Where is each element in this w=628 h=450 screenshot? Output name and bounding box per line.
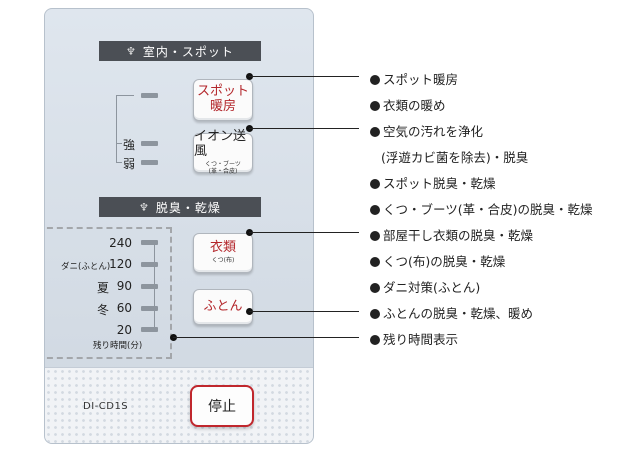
futon-button[interactable]: ふとん: [193, 289, 253, 325]
bullet-icon: [370, 179, 380, 189]
timer-indicator-90: [141, 284, 158, 289]
panel-lower-area: [45, 367, 313, 443]
annotation-9: ふとんの脱臭・乾燥、暖め: [370, 303, 533, 322]
bracket-line: [116, 162, 122, 163]
timer-value-120: 120: [109, 257, 132, 271]
bullet-icon: [370, 231, 380, 241]
timer-indicator-20: [141, 327, 158, 332]
annotation-2: 空気の汚れを浄化: [370, 121, 483, 140]
ion-level-strong-label: 強: [123, 138, 136, 152]
bullet-icon: [370, 101, 380, 111]
bullet-icon: [370, 283, 380, 293]
clothes-label: 衣類: [209, 240, 236, 256]
callout-line-futon: [249, 311, 359, 313]
sharp-emblem-icon: ♆: [126, 44, 137, 58]
bullet-icon: [370, 257, 380, 267]
annotation-3: (浮遊カビ菌を除去)・脱臭: [381, 150, 529, 165]
spot-heat-label-1: スポット: [196, 84, 249, 100]
timer-indicator-240: [141, 240, 158, 245]
bullet-icon: [370, 75, 380, 85]
section-title: 脱臭・乾燥: [155, 200, 221, 215]
annotation-7: くつ(布)の脱臭・乾燥: [370, 251, 505, 270]
model-number: DI-CD1S: [83, 401, 129, 412]
bracket-line: [116, 143, 122, 144]
timer-caption: 残り時間(分): [93, 341, 143, 351]
bullet-icon: [370, 127, 380, 137]
timer-value-20: 20: [116, 323, 132, 337]
stop-label: 停止: [208, 399, 236, 415]
timer-value-90: 90: [116, 279, 132, 293]
annotation-6: 部屋干し衣類の脱臭・乾燥: [370, 225, 533, 244]
callout-line-timer: [173, 337, 359, 339]
spot-heat-button[interactable]: スポット 暖房: [193, 79, 253, 121]
timer-indicator-60: [141, 306, 158, 311]
section-header-room-spot: ♆ 室内・スポット: [99, 41, 261, 61]
stop-button[interactable]: 停止: [190, 385, 254, 427]
annotation-10: 残り時間表示: [370, 329, 458, 348]
annotation-1: 衣類の暖め: [370, 95, 446, 114]
callout-line-clothes: [249, 232, 359, 234]
ion-weak-indicator: [141, 160, 158, 165]
ion-level-weak-label: 弱: [123, 157, 136, 171]
ion-fan-sub-2: (革・合皮): [208, 168, 238, 176]
clothes-button[interactable]: 衣類 くつ(布): [193, 233, 253, 273]
timer-highlight-box: [45, 227, 172, 359]
annotation-5: くつ・ブーツ(革・合皮)の脱臭・乾燥: [370, 199, 593, 218]
ion-fan-button[interactable]: イオン送風 くつ・ブーツ (革・合皮): [193, 129, 253, 176]
spot-heat-label-2: 暖房: [209, 99, 236, 114]
annotation-0: スポット暖房: [370, 69, 458, 88]
bullet-icon: [370, 309, 380, 319]
section-header-deodorize-dry: ♆ 脱臭・乾燥: [99, 197, 261, 217]
ion-strong-indicator: [141, 141, 158, 146]
sharp-emblem-icon: ♆: [139, 200, 150, 214]
callout-line-spot: [249, 76, 359, 78]
timer-indicator-120: [141, 262, 158, 267]
timer-tag-mite: ダニ(ふとん): [61, 262, 111, 272]
bracket-line: [116, 95, 117, 163]
annotation-4: スポット脱臭・乾燥: [370, 173, 496, 192]
futon-label: ふとん: [203, 298, 243, 314]
bracket-line: [116, 95, 134, 96]
clothes-sub: くつ(布): [211, 257, 235, 265]
timer-value-240: 240: [109, 236, 132, 250]
timer-tag-summer: 夏: [97, 281, 110, 295]
timer-value-60: 60: [116, 301, 132, 315]
ion-fan-label: イオン送風: [194, 129, 247, 160]
callout-line-ion: [249, 128, 359, 130]
spot-heat-indicator: [141, 93, 158, 98]
section-title: 室内・スポット: [142, 44, 234, 59]
bullet-icon: [370, 335, 380, 345]
timer-tag-winter: 冬: [97, 303, 110, 317]
annotation-8: ダニ対策(ふとん): [370, 277, 480, 296]
control-panel: ♆ 室内・スポット ♆ 脱臭・乾燥 強 弱 スポット 暖房 イオン送風 くつ・ブ…: [44, 8, 314, 444]
ion-fan-sub-1: くつ・ブーツ: [205, 161, 241, 169]
bullet-icon: [370, 205, 380, 215]
